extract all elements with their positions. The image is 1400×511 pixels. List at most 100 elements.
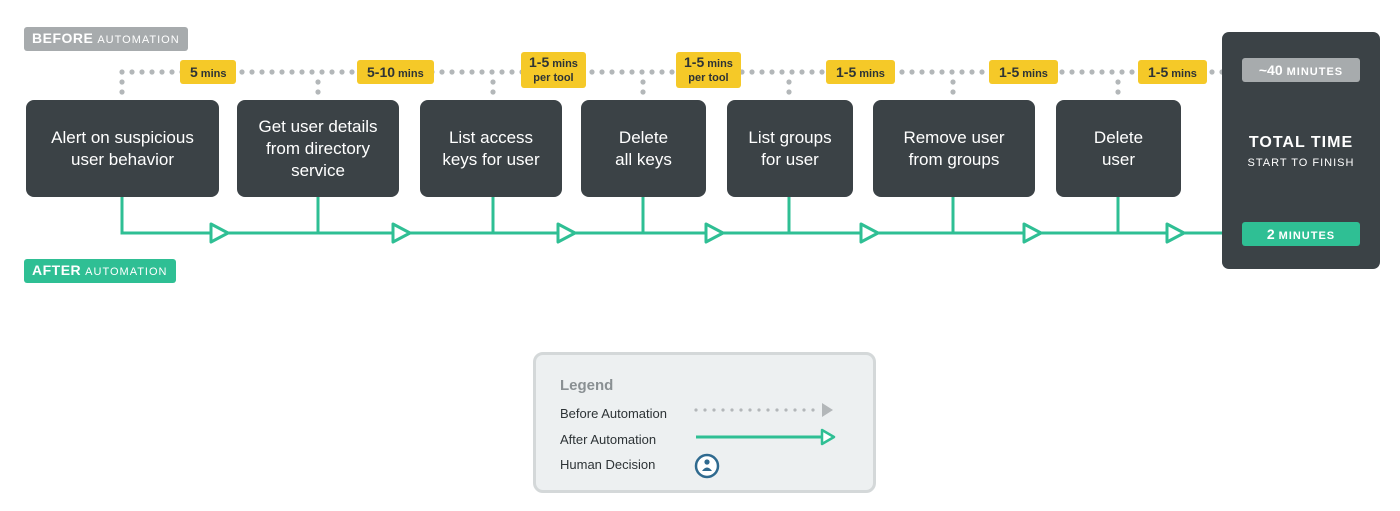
dot (449, 69, 455, 75)
dot (129, 69, 135, 75)
dot (959, 69, 965, 75)
dot (759, 69, 765, 75)
dot (799, 69, 805, 75)
person-icon (694, 453, 720, 479)
dot (640, 89, 646, 95)
legend: Legend Before Automation After Automatio… (533, 352, 876, 493)
step-delete-user: Delete user (1056, 100, 1181, 197)
dot (609, 69, 615, 75)
dot (490, 89, 496, 95)
dot (589, 69, 595, 75)
dot (159, 69, 165, 75)
dot (629, 69, 635, 75)
legend-human-label: Human Decision (560, 457, 656, 472)
dot (119, 79, 125, 85)
dot (939, 69, 945, 75)
dot (1079, 69, 1085, 75)
dot (749, 69, 755, 75)
dotted-arrow-icon (694, 403, 833, 417)
dot (703, 408, 707, 412)
dot (950, 79, 956, 85)
dot (786, 79, 792, 85)
dot (1059, 69, 1065, 75)
dot (730, 408, 734, 412)
arrow-icon (1022, 222, 1043, 244)
dot (309, 69, 315, 75)
dot (269, 69, 275, 75)
dot (809, 69, 815, 75)
dot (469, 69, 475, 75)
dot (599, 69, 605, 75)
dot (819, 69, 825, 75)
step-delete-keys: Delete all keys (581, 100, 706, 197)
dot (459, 69, 465, 75)
dot (479, 69, 485, 75)
dot (509, 69, 515, 75)
dot (949, 69, 955, 75)
dot (239, 69, 245, 75)
dot (1129, 69, 1135, 75)
dot (619, 69, 625, 75)
dot (1115, 89, 1121, 95)
dot (789, 69, 795, 75)
dot (299, 69, 305, 75)
dot (748, 408, 752, 412)
arrow-icon (859, 222, 880, 244)
dot (319, 69, 325, 75)
dot (766, 408, 770, 412)
dot (119, 89, 125, 95)
legend-title: Legend (560, 377, 614, 394)
total-time-subtitle: START TO FINISH (1247, 157, 1355, 169)
dot (779, 69, 785, 75)
dot (721, 408, 725, 412)
dot (659, 69, 665, 75)
legend-before-label: Before Automation (560, 406, 667, 421)
dot (259, 69, 265, 75)
dot (694, 408, 698, 412)
arrow-icon (391, 222, 412, 244)
dot (712, 408, 716, 412)
dot (950, 89, 956, 95)
dot (315, 79, 321, 85)
dot (929, 69, 935, 75)
dot (909, 69, 915, 75)
dot (739, 408, 743, 412)
dot (349, 69, 355, 75)
dot (1115, 79, 1121, 85)
dot (811, 408, 815, 412)
dot (1209, 69, 1215, 75)
dot (1069, 69, 1075, 75)
arrow-icon (556, 222, 577, 244)
dot (499, 69, 505, 75)
arrow-icon (1165, 222, 1186, 244)
dot (439, 69, 445, 75)
dot (315, 89, 321, 95)
dot (119, 69, 125, 75)
dot (919, 69, 925, 75)
solid-arrow-icon (696, 428, 836, 446)
step-remove-from-groups: Remove user from groups (873, 100, 1035, 197)
dot (802, 408, 806, 412)
dot (149, 69, 155, 75)
step-list-groups: List groups for user (727, 100, 853, 197)
dot (169, 69, 175, 75)
dot (1089, 69, 1095, 75)
dot (329, 69, 335, 75)
dot (793, 408, 797, 412)
dot (899, 69, 905, 75)
dot (1109, 69, 1115, 75)
dot (1119, 69, 1125, 75)
legend-after-label: After Automation (560, 432, 657, 447)
dot (489, 69, 495, 75)
dot (757, 408, 761, 412)
